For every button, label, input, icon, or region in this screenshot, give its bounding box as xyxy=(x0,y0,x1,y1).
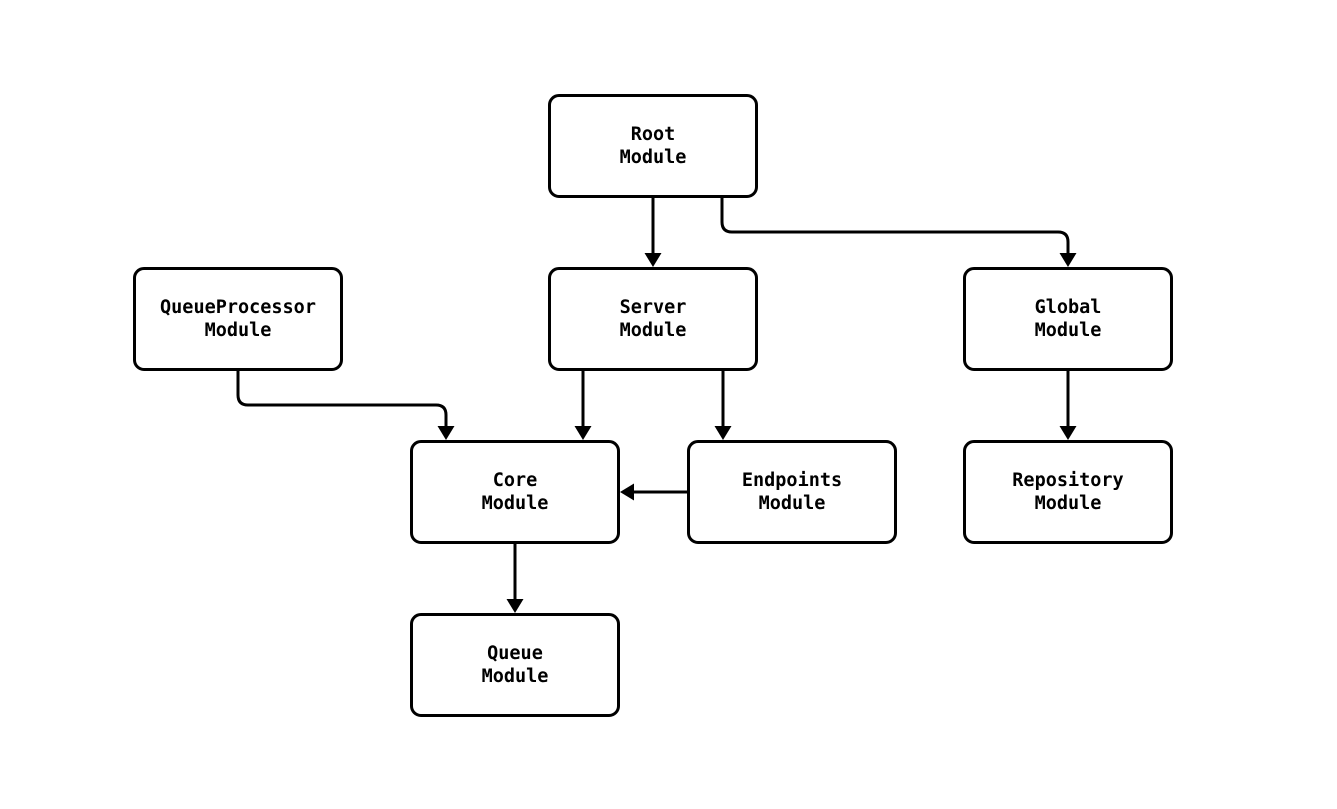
edge-global-to-repository xyxy=(1059,371,1077,440)
node-title: Queue xyxy=(487,643,543,664)
node-title: QueueProcessor xyxy=(160,297,316,318)
node-subtitle: Module xyxy=(481,666,549,687)
edge-core-to-queue xyxy=(506,544,524,613)
edge-line xyxy=(720,198,1070,254)
edge-arrowhead xyxy=(714,426,732,440)
edge-root-to-global xyxy=(720,198,1077,267)
node-title: Root xyxy=(630,124,676,145)
node-subtitle: Module xyxy=(619,147,687,168)
edge-arrowhead xyxy=(644,253,662,267)
node-title: Global xyxy=(1034,297,1102,318)
edge-server-to-endpoints xyxy=(714,371,732,440)
edge-line xyxy=(236,371,448,427)
edge-queueprocessor-to-core xyxy=(236,371,455,440)
edge-server-to-core xyxy=(574,371,592,440)
edge-arrowhead xyxy=(1059,253,1077,267)
node-title: Endpoints xyxy=(741,470,843,491)
edge-arrowhead xyxy=(506,599,524,613)
edge-arrowhead xyxy=(620,483,634,501)
node-subtitle: Module xyxy=(1034,320,1102,341)
node-subtitle: Module xyxy=(204,320,272,341)
node-subtitle: Module xyxy=(1034,493,1102,514)
edge-arrowhead xyxy=(574,426,592,440)
node-subtitle: Module xyxy=(619,320,687,341)
edge-root-to-server xyxy=(644,198,662,267)
node-title: Core xyxy=(492,470,538,491)
edge-arrowhead xyxy=(1059,426,1077,440)
node-subtitle: Module xyxy=(758,493,826,514)
node-title: Repository xyxy=(1012,470,1124,491)
node-title: Server xyxy=(619,297,687,318)
node-subtitle: Module xyxy=(481,493,549,514)
edge-endpoints-to-core xyxy=(620,483,687,501)
edge-arrowhead xyxy=(437,426,455,440)
